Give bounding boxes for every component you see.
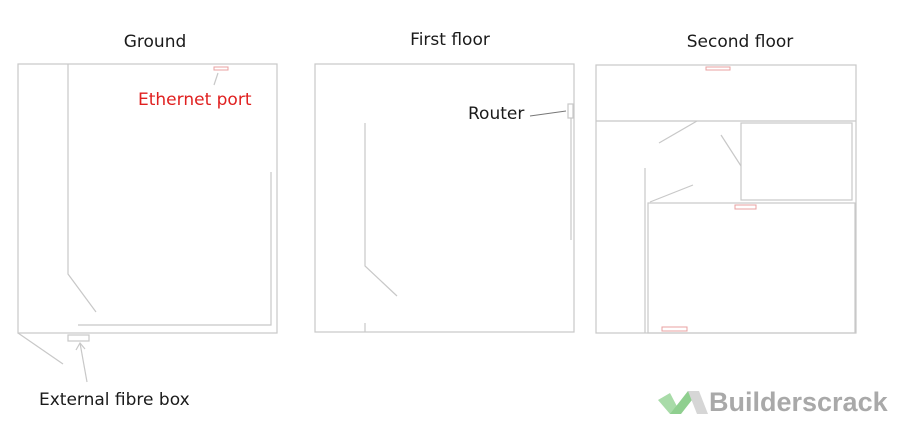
builderscrack-logo-icon (658, 391, 708, 414)
fibre-box-marker (67, 334, 90, 342)
second-floor-plan (595, 64, 857, 334)
ethernet-port-marker (213, 66, 229, 71)
router-marker (567, 103, 574, 119)
title-first-floor: First floor (410, 30, 490, 50)
first-floor-plan (314, 63, 575, 333)
title-second-floor: Second floor (686, 32, 794, 52)
title-ground: Ground (123, 32, 187, 52)
fibre-box-label: External fibre box (39, 390, 190, 410)
ground-floor-plan (17, 63, 278, 383)
builderscrack-logo-text: Builderscrack (709, 387, 888, 417)
router-label: Router (468, 104, 525, 124)
ethernet-port-label: Ethernet port (138, 90, 252, 110)
